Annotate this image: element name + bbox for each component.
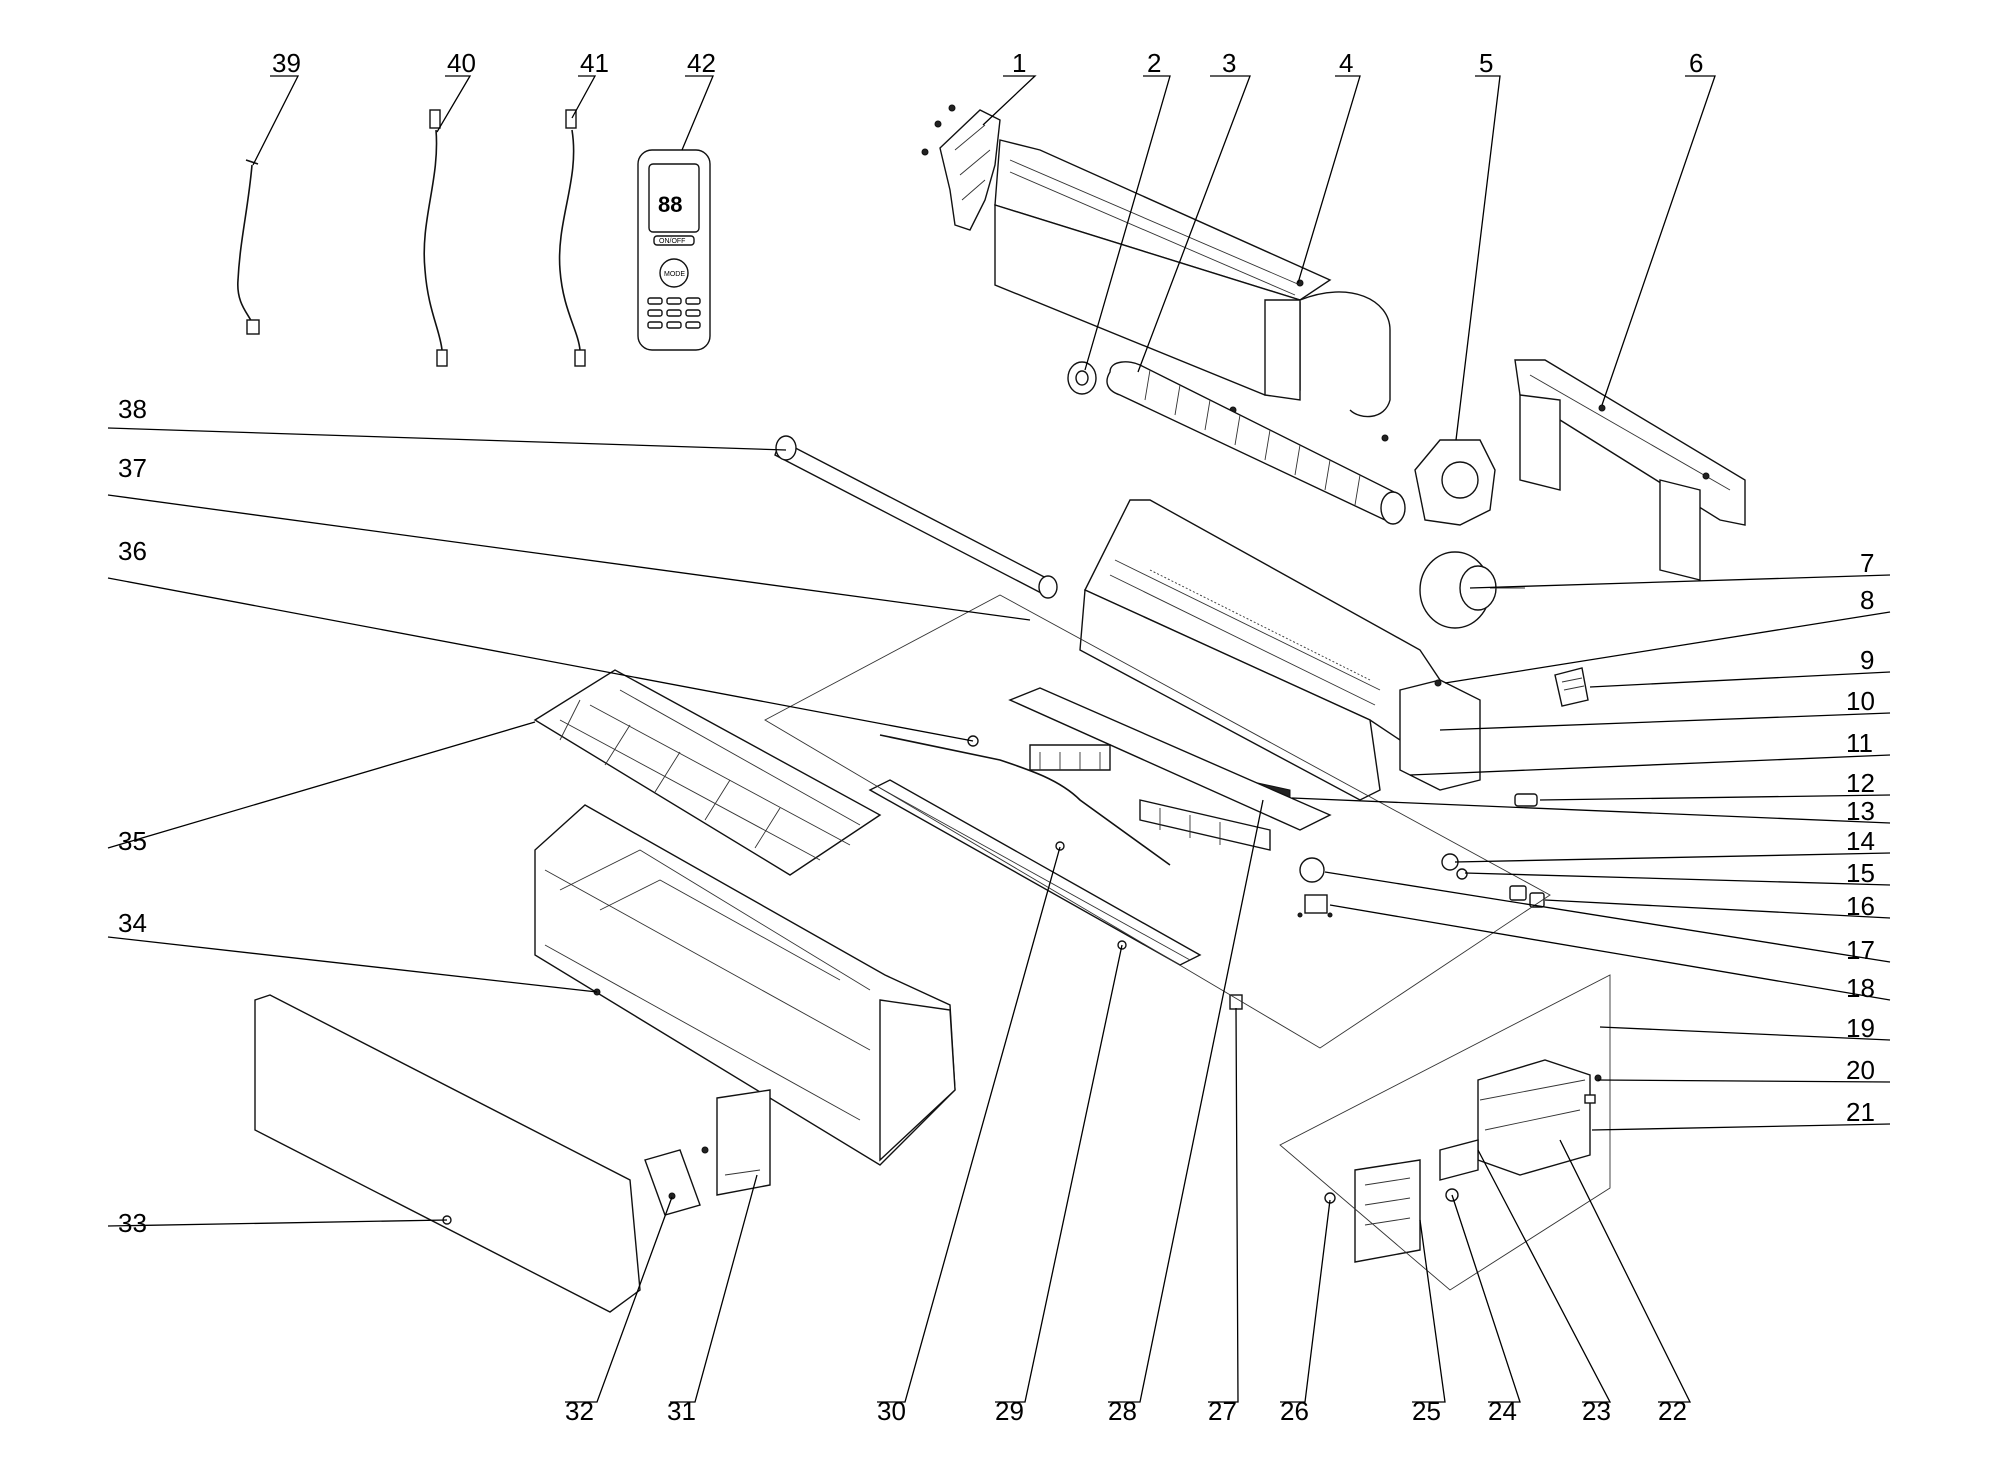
callout-20: 20: [1846, 1055, 1875, 1085]
part-12-connector: [1514, 793, 1538, 807]
callout-39: 39: [272, 48, 301, 78]
leader-lines: [107, 75, 1891, 1403]
part-crossflow-fan: [1106, 361, 1406, 525]
remote-display: 88: [658, 192, 682, 217]
part-motor-clamp: [1381, 434, 1496, 526]
callout-40: 40: [447, 48, 476, 78]
callout-27: 27: [1208, 1396, 1237, 1426]
part-front-panel: [254, 994, 641, 1313]
callout-19: 19: [1846, 1013, 1875, 1043]
part-fan-motor: [1419, 551, 1525, 629]
callout-11: 11: [1846, 728, 1873, 758]
callout-31: 31: [667, 1396, 696, 1426]
callout-5: 5: [1479, 48, 1493, 78]
part-control-box: [1477, 1059, 1602, 1176]
part-left-bracket: [921, 104, 1001, 231]
callout-14: 14: [1846, 826, 1875, 856]
callout-18: 18: [1846, 973, 1875, 1003]
part-front-frame: [534, 804, 956, 1166]
part-cable-40: [423, 109, 448, 367]
callout-3: 3: [1222, 48, 1236, 78]
remote-onoff-label: ON/OFF: [659, 238, 685, 245]
part-filter: [533, 669, 882, 876]
part-display-board: [644, 1149, 701, 1216]
callout-22: 22: [1658, 1396, 1687, 1426]
callout-26: 26: [1280, 1396, 1309, 1426]
callout-42: 42: [687, 48, 716, 78]
callout-38: 38: [118, 394, 147, 424]
part-deflector: [868, 779, 1202, 966]
callout-9: 9: [1860, 645, 1874, 675]
part-terminal-block: [1439, 1139, 1479, 1202]
part-step-motor: [1297, 857, 1333, 918]
callout-35: 35: [118, 826, 147, 856]
part-9-terminal-cover: [1554, 667, 1589, 707]
remote-mode-label: MODE: [664, 271, 685, 278]
callout-36: 36: [118, 536, 147, 566]
part-pcb: [1324, 1159, 1421, 1263]
callout-10: 10: [1846, 686, 1875, 716]
part-louver-assembly: [1008, 687, 1332, 851]
callout-25: 25: [1412, 1396, 1441, 1426]
callout-numbers: 39 40 41 42 1 2 3 4 5 6 7 8 9 10 11 12 1…: [118, 48, 1875, 1426]
callout-4: 4: [1339, 48, 1353, 78]
callout-29: 29: [995, 1396, 1024, 1426]
part-drain-pipe: [774, 435, 1058, 599]
outline-box-lower: [1279, 974, 1611, 1291]
callout-6: 6: [1689, 48, 1703, 78]
part-power-cord: [237, 159, 260, 335]
part-wall-plate: [1514, 359, 1746, 581]
callout-30: 30: [877, 1396, 906, 1426]
callout-32: 32: [565, 1396, 594, 1426]
callout-33: 33: [118, 1208, 147, 1238]
callout-23: 23: [1582, 1396, 1611, 1426]
part-bearing: [1067, 361, 1097, 395]
callout-34: 34: [118, 908, 147, 938]
part-electrical-cover: [701, 1089, 771, 1196]
callout-37: 37: [118, 453, 147, 483]
callout-13: 13: [1846, 796, 1875, 826]
callout-12: 12: [1846, 768, 1875, 798]
callout-17: 17: [1846, 935, 1875, 965]
part-cable-41: [558, 109, 586, 367]
callout-1: 1: [1012, 48, 1026, 78]
callout-24: 24: [1488, 1396, 1517, 1426]
part-evaporator: [994, 139, 1391, 418]
part-remote-control: 88 ON/OFF MODE: [637, 149, 711, 351]
part-27: [1229, 994, 1243, 1010]
part-small-components: [1441, 853, 1545, 908]
callout-2: 2: [1147, 48, 1161, 78]
outline-box-center: [764, 594, 1551, 1049]
callout-41: 41: [580, 48, 609, 78]
part-chassis: [1079, 499, 1481, 801]
callout-28: 28: [1108, 1396, 1137, 1426]
callout-15: 15: [1846, 858, 1875, 888]
callout-8: 8: [1860, 585, 1874, 615]
callout-16: 16: [1846, 891, 1875, 921]
callout-7: 7: [1860, 548, 1874, 578]
parts-drawing: 88 ON/OFF MODE: [237, 104, 1746, 1313]
callout-21: 21: [1846, 1097, 1875, 1127]
